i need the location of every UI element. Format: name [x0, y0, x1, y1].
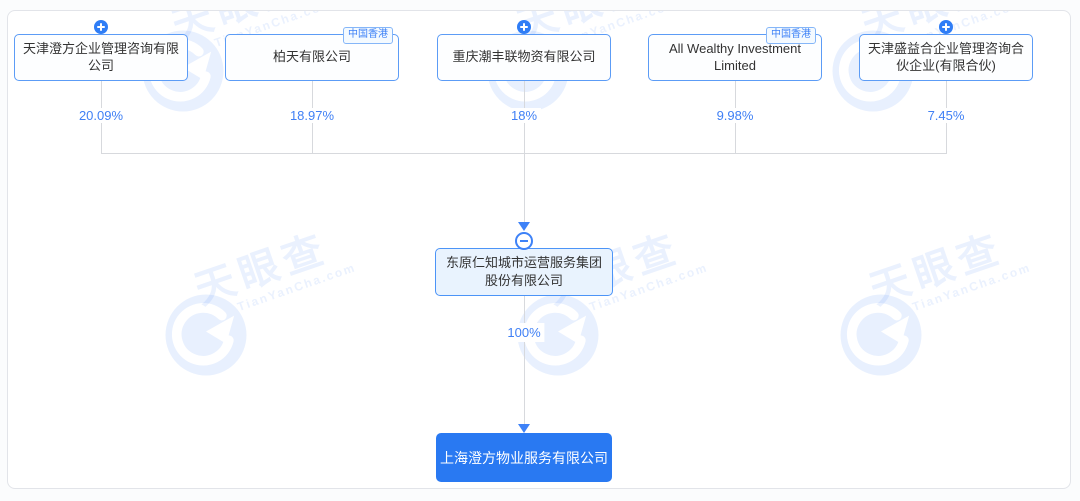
company-name: 东原仁知城市运营服务集团股份有限公司 — [445, 255, 602, 288]
shareholder-name: All Wealthy Investment Limited — [669, 40, 801, 73]
expand-plus-icon[interactable] — [939, 20, 953, 34]
tianyancha-logo-icon — [840, 294, 922, 376]
shareholder-name: 天津澄方企业管理咨询有限公司 — [23, 40, 180, 73]
percent-label: 100% — [503, 323, 545, 342]
arrow-down-icon — [518, 222, 530, 231]
watermark: 天眼查 TianYanCha.com — [154, 226, 404, 409]
shareholder-name: 柏天有限公司 — [272, 49, 351, 65]
collapse-minus-icon[interactable] — [515, 232, 533, 250]
expand-plus-icon[interactable] — [517, 20, 531, 34]
watermark: 天眼查 TianYanCha.com — [829, 226, 1070, 409]
shareholder-node[interactable]: 天津澄方企业管理咨询有限公司 — [14, 20, 188, 81]
watermark-brand-text: 天眼查 — [189, 226, 335, 313]
percent-label: 7.45% — [923, 108, 969, 123]
watermark-domain-text: TianYanCha.com — [910, 260, 1033, 314]
percent-label: 20.09% — [74, 108, 128, 123]
shareholder-node[interactable]: 中国香港 All Wealthy Investment Limited — [648, 27, 822, 81]
company-name: 上海澄方物业服务有限公司 — [440, 449, 608, 466]
target-company-node[interactable]: 上海澄方物业服务有限公司 — [436, 433, 612, 482]
percent-label: 18.97% — [285, 108, 339, 123]
connector-line — [524, 296, 525, 424]
tianyancha-logo-icon — [165, 294, 247, 376]
shareholder-name: 天津盛益合企业管理咨询合伙企业(有限合伙) — [868, 40, 1025, 73]
equity-structure-canvas: 天眼查 TianYanCha.com 天眼查 TianYanCha.com 天眼… — [7, 10, 1071, 489]
shareholder-node[interactable]: 天津盛益合企业管理咨询合伙企业(有限合伙) — [859, 20, 1033, 81]
region-tag: 中国香港 — [766, 27, 816, 44]
watermark-domain-text: TianYanCha.com — [235, 260, 358, 314]
connector-line — [524, 153, 525, 224]
percent-label: 18% — [506, 108, 542, 123]
shareholder-node[interactable]: 中国香港 柏天有限公司 — [225, 27, 399, 81]
expand-plus-icon[interactable] — [94, 20, 108, 34]
shareholder-name: 重庆潮丰联物资有限公司 — [452, 49, 596, 65]
arrow-down-icon — [518, 424, 530, 433]
intermediate-company-node[interactable]: 东原仁知城市运营服务集团股份有限公司 — [435, 248, 613, 296]
percent-label: 9.98% — [712, 108, 758, 123]
watermark-brand-text: 天眼查 — [864, 226, 1010, 313]
region-tag: 中国香港 — [343, 27, 393, 44]
shareholder-node[interactable]: 重庆潮丰联物资有限公司 — [437, 20, 611, 81]
